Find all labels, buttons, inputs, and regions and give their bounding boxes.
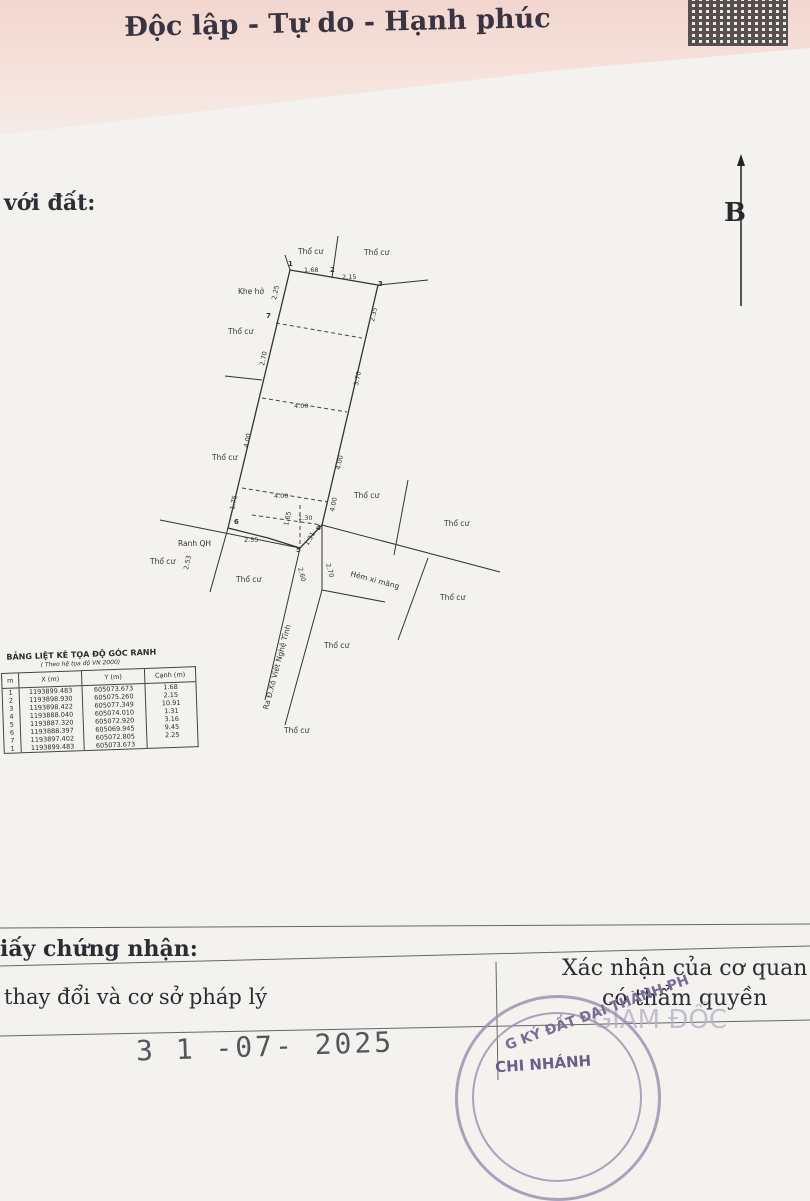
north-label: B [724,198,746,228]
label-tho-cu: Thổ cư [297,247,324,256]
corner-point: 6 [234,518,239,526]
corner-point: 5 [296,546,301,554]
dimension-label: 2.60 [296,566,307,582]
label-tho-cu: Thổ cư [227,327,254,336]
dimension-label: 1.68 [304,266,318,274]
corner-point: 4 [316,524,321,532]
dimension-label: 2.53 [182,555,193,571]
corner-point: 3 [378,280,383,288]
dimension-label: 4.00 [294,402,308,410]
land-plot-diagram: Thổ cư Thổ cư Khe hở Thổ cư Thổ cư Thổ c… [149,235,501,735]
dimension-label: 4.00 [328,497,339,513]
corner-point: 7 [266,312,271,320]
corner-point: 2 [330,266,335,274]
north-arrow-icon [737,154,745,306]
label-tho-cu: Thổ cư [283,726,310,735]
label-tho-cu: Thổ cư [443,519,470,528]
dimension-label: 2.70 [324,562,335,578]
dimension-label: 1.65 [282,511,293,527]
label-tho-cu: Thổ cư [439,593,466,602]
label-tho-cu: Thổ cư [235,575,262,584]
dimension-label: 4.00 [242,433,253,449]
dimension-label: 3.70 [352,371,363,387]
authority-confirmation-label-2: có thẩm quyền [602,986,768,1011]
label-ranh-qh: Ranh QH [178,539,211,548]
dimension-label: 4.00 [274,492,288,500]
dimension-label: 2.70 [258,351,269,367]
label-tho-cu: Thổ cư [323,641,350,650]
dimension-label: 2.15 [342,273,356,281]
footer-table-lines [0,923,810,1080]
label-tho-cu: Thổ cư [363,248,390,257]
corner-point: 1 [288,260,293,268]
label-khe-ho: Khe hở [238,287,264,296]
surrounding-lines [159,235,501,726]
label-tho-cu: Thổ cư [149,557,176,566]
parcel-dividers [241,322,363,548]
qr-code-icon [688,0,788,46]
label-tho-cu: Thổ cư [353,491,380,500]
section-label: với đất: [4,190,96,216]
dimension-label: 1.30 [298,514,312,522]
authority-confirmation-label: Xác nhận của cơ quan [562,956,808,981]
dimension-label: 4.00 [334,455,345,471]
label-tho-cu: Thổ cư [211,453,238,462]
changes-legal-basis-label: thay đổi và cơ sở pháp lý [4,985,268,1009]
dimension-label: 1.75 [228,495,239,511]
dimension-label: 2.35 [368,307,379,323]
dimension-label: 2.55 [244,536,258,544]
official-seal-inner-ring [472,1012,642,1182]
footer-heading: iấy chứng nhận: [0,936,198,962]
dimension-label: 2.25 [270,285,281,301]
